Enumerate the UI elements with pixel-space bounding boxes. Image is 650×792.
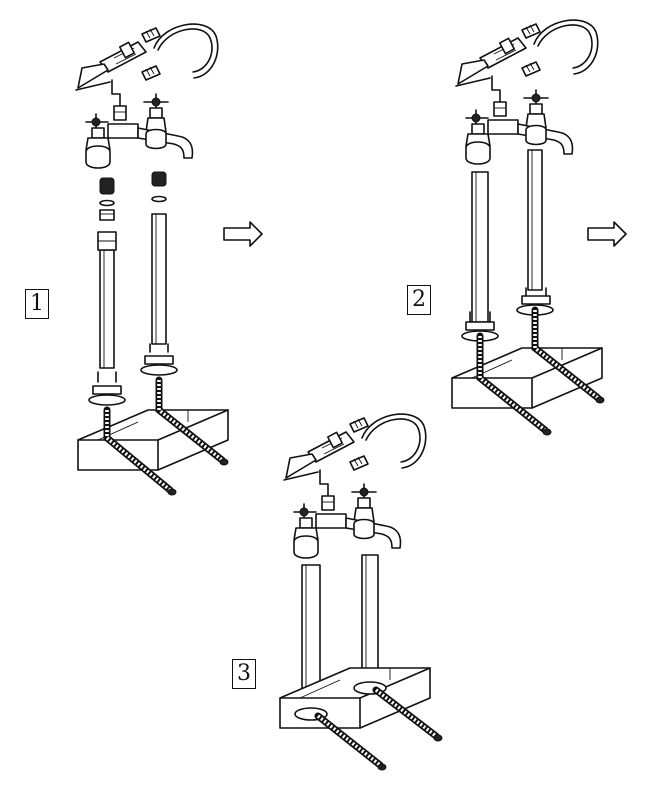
step-2-label: 2 — [407, 285, 431, 315]
step-2-figure — [451, 19, 605, 436]
arrow-step-1-to-2 — [223, 221, 263, 247]
step-3-figure — [279, 413, 443, 771]
step-3-label: 3 — [232, 659, 256, 689]
step-1-figure — [75, 23, 229, 496]
step-1-label: 1 — [25, 289, 49, 319]
arrow-step-2-to-3 — [587, 221, 627, 247]
